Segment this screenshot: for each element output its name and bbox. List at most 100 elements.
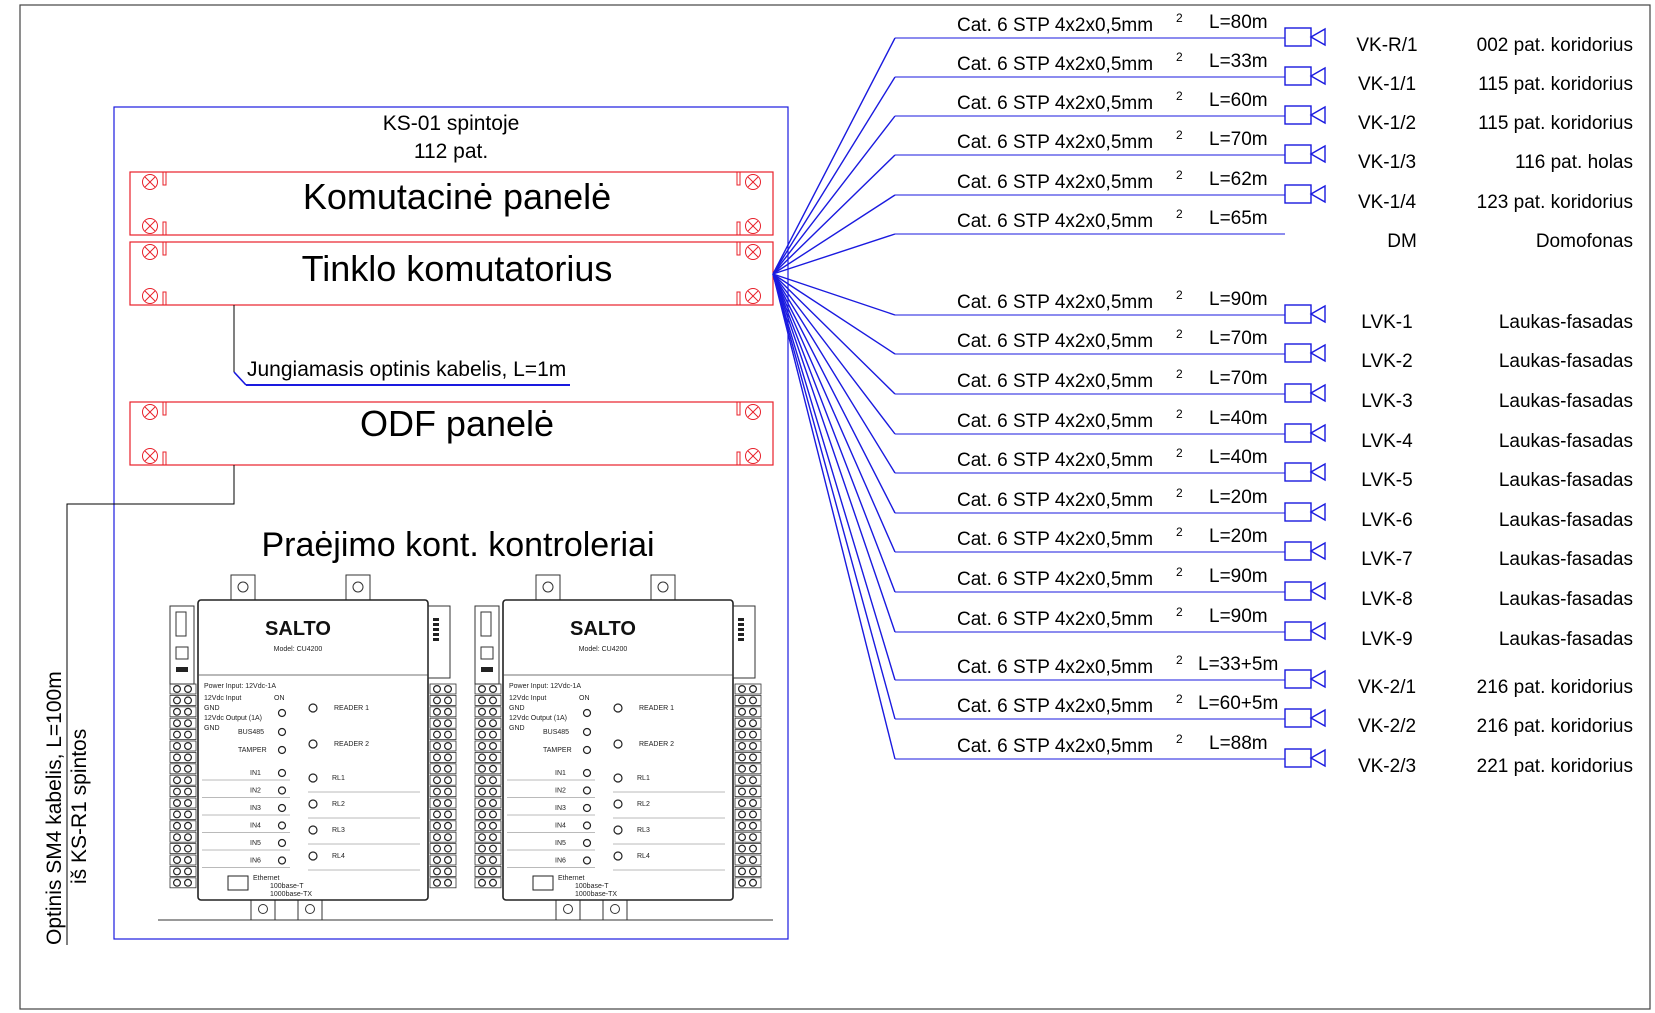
camera-lens (1309, 581, 1326, 601)
terminal-screw-icon (433, 867, 442, 876)
ethernet-speed-label: 1000base-TX (575, 891, 617, 898)
relay-led-icon (613, 773, 623, 783)
cable-type-label: Cat. 6 STP 4x2x0,5mm (957, 490, 1153, 511)
input-label: IN2 (555, 788, 566, 795)
rack-screw-ring (745, 218, 761, 234)
cable-fan-line (772, 76, 896, 275)
relay-led-icon (613, 825, 623, 835)
cable-fan-line (772, 273, 896, 435)
terminal-screw-icon (749, 776, 758, 785)
cabinet-floor-label: 112 pat. (414, 140, 488, 163)
ethernet-speed-label: 100base-T (270, 883, 304, 890)
terminal-screw-icon (749, 787, 758, 796)
rack-screw-icon (142, 288, 158, 304)
cable-length-label: L=40m (1209, 447, 1268, 468)
terminal-screw-icon (184, 776, 193, 785)
side-pin (433, 633, 439, 636)
relay-led-icon (308, 825, 318, 835)
terminal-screw-icon (478, 730, 487, 739)
rack-screw-icon (142, 218, 158, 234)
controller-model: Model: CU4200 (274, 646, 323, 653)
cable-type-label: Cat. 6 STP 4x2x0,5mm (957, 609, 1153, 630)
terminal-block (474, 683, 502, 695)
cable-length-label: L=33+5m (1198, 654, 1278, 675)
terminal-screw-icon (433, 719, 442, 728)
device-location-label: 002 pat. koridorius (1477, 35, 1633, 56)
terminal-screw-icon (444, 821, 453, 830)
cable-fan-line (772, 154, 896, 275)
terminal-screw-icon (444, 810, 453, 819)
ethernet-speed-label: 1000base-TX (270, 891, 312, 898)
cable-unit-superscript: 2 (1176, 446, 1183, 460)
terminal-screw-icon (444, 741, 453, 750)
terminal-screw-icon (489, 821, 498, 830)
rack-screw-icon (745, 448, 761, 464)
cable-fan-line (772, 273, 896, 593)
controller-power-rating: Power Input: 12Vdc-1A (509, 683, 581, 690)
device-location-label: Laukas-fasadas (1499, 510, 1633, 531)
terminal-screw-icon (489, 730, 498, 739)
input-led-icon (277, 838, 287, 848)
camera-body (1284, 581, 1312, 601)
terminal-screw-icon (478, 696, 487, 705)
cable-length-label: L=80m (1209, 12, 1268, 33)
side-switch (175, 611, 187, 637)
terminal-screw-icon (738, 730, 747, 739)
tamper-led-icon (582, 745, 592, 755)
relay-led-icon (308, 799, 318, 809)
rack-screw-icon (745, 174, 761, 190)
terminal-screw-icon (749, 719, 758, 728)
terminal-block (169, 763, 197, 775)
relay-label: RL4 (332, 853, 345, 860)
network-switch: Tinklo komutatorius (129, 241, 774, 306)
terminal-block (734, 854, 762, 866)
camera-lens (1309, 669, 1326, 689)
controller-model: Model: CU4200 (579, 646, 628, 653)
terminal-block (429, 695, 457, 706)
power-led-icon (582, 708, 592, 718)
terminal-block (474, 843, 502, 854)
controller-brand: SALTO (570, 618, 636, 640)
incoming-fiber-label-line1: Optinis SM4 kabelis, L=100m (43, 671, 66, 945)
terminal-screw-icon (184, 878, 193, 887)
bus-led-icon (277, 727, 287, 737)
device-location-label: Laukas-fasadas (1499, 470, 1633, 491)
terminal-screw-icon (444, 855, 453, 864)
cable-unit-superscript: 2 (1176, 50, 1183, 64)
terminal-screw-icon (173, 844, 182, 853)
mount-tab (555, 897, 581, 921)
device-location-label: Laukas-fasadas (1499, 589, 1633, 610)
cabinet-label: KS-01 spintoje (383, 112, 520, 135)
odf-panel-ear-right (736, 402, 741, 465)
terminal-block (429, 854, 457, 866)
cable-unit-superscript: 2 (1176, 692, 1183, 706)
controller-power-input: 12Vdc Input (204, 695, 241, 702)
terminal-block (734, 809, 762, 820)
device-code-label: LVK-9 (1361, 629, 1412, 650)
terminal-block (429, 797, 457, 809)
mount-hole-icon (258, 904, 268, 914)
terminal-screw-icon (478, 776, 487, 785)
camera-body (1284, 748, 1312, 768)
cable-fan-line (772, 273, 896, 553)
terminal-screw-icon (433, 741, 442, 750)
terminal-screw-icon (749, 798, 758, 807)
terminal-block (429, 717, 457, 729)
terminal-screw-icon (749, 878, 758, 887)
camera-icon (1284, 383, 1326, 403)
camera-lens (1309, 27, 1326, 47)
incoming-fiber-source: iš KS-R1 spintos (68, 729, 91, 884)
terminal-screw-icon (478, 707, 487, 716)
tamper-led-icon (277, 745, 287, 755)
mount-tab (250, 897, 276, 921)
camera-icon (1284, 144, 1326, 164)
rack-screw-ring (745, 404, 761, 420)
terminal-screw-icon (173, 696, 182, 705)
terminal-screw-icon (749, 696, 758, 705)
device-code-label: VK-1/2 (1358, 113, 1416, 134)
